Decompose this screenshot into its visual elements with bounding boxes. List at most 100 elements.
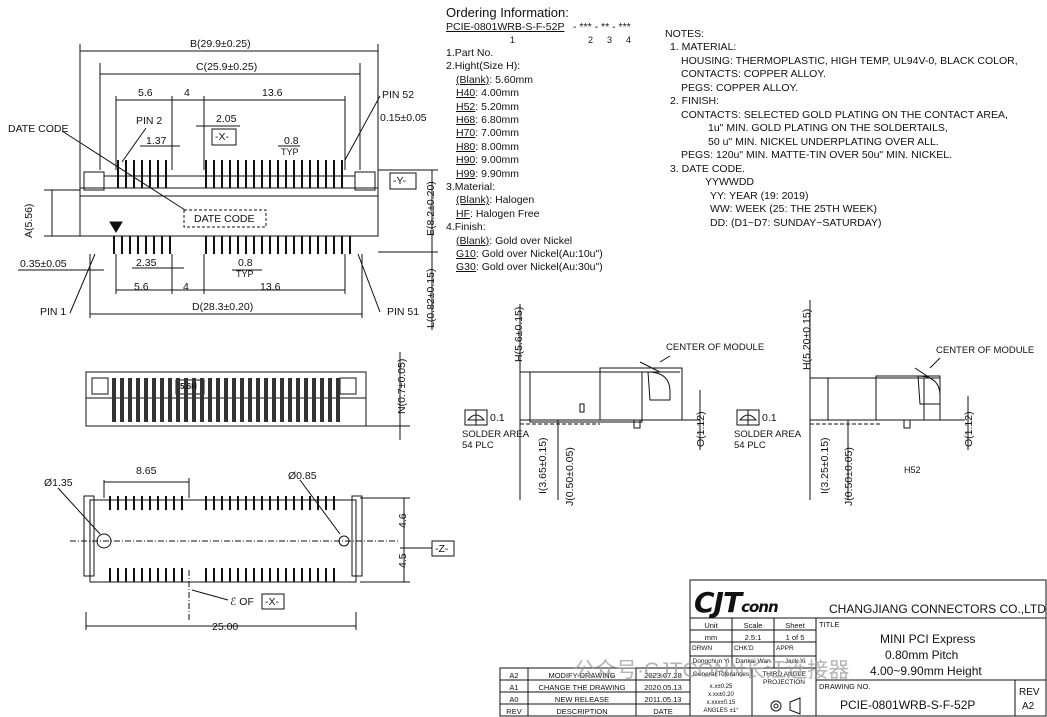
- center-of-label: ℰ OF: [230, 596, 254, 608]
- ordering-index-4: 4: [626, 35, 632, 45]
- dim-0-15: 0.15±0.05: [380, 112, 427, 124]
- side1-dim-h: H(5.6±0.15): [513, 306, 525, 362]
- side-view-1-outline: [464, 304, 701, 500]
- appr-header: APPR: [776, 645, 794, 652]
- ordering-index-1: 1: [510, 35, 516, 45]
- dim-5-6-bot: 5.6: [134, 281, 149, 293]
- contact-slot: [224, 378, 228, 422]
- ordering-item-head: 4.Finish:: [446, 221, 486, 234]
- revision-rev: A2: [509, 671, 519, 680]
- note-line: 50 u" MIN. NICKEL UNDERPLATING OVER ALL.: [708, 135, 939, 148]
- top-view-outline: [18, 44, 438, 330]
- pin-51-label: PIN 51: [387, 306, 420, 318]
- dim-0-35: 0.35±0.05: [20, 258, 67, 270]
- dim-n: N(0.7±0.05): [396, 358, 408, 414]
- upper-contact-pins: [117, 160, 343, 188]
- dim-dia-0-85: Ø0.85: [288, 470, 317, 482]
- typ-bot: TYP: [236, 269, 254, 279]
- contact-slot: [256, 378, 260, 422]
- title-line-3: 4.00~9.90mm Height: [870, 664, 982, 678]
- ordering-option-desc: : 9.00mm: [475, 154, 520, 167]
- contact-slot: [128, 378, 132, 422]
- ordering-item-head: 1.Part No.: [446, 47, 494, 59]
- dim-4-6: 4.6: [397, 513, 409, 528]
- height-mark: 5.6H: [180, 382, 197, 391]
- dim-l: L(0.82±0.15): [425, 268, 437, 328]
- contact-slot: [200, 378, 204, 422]
- ordering-option: G30: Gold over Nickel(Au:30u"): [456, 262, 603, 273]
- pin-52-label: PIN 52: [382, 89, 415, 101]
- side1-center: CENTER OF MODULE: [666, 342, 765, 353]
- ordering-option-code: H40: [456, 87, 476, 100]
- note-line: 1. MATERIAL:: [670, 41, 737, 53]
- dim-4-top: 4: [184, 87, 190, 99]
- side1-plc: 54 PLC: [462, 440, 494, 451]
- contact-slot: [184, 378, 188, 422]
- note-line: 2. FINISH:: [670, 95, 720, 107]
- side1-dim-i: I(3.65±0.15): [537, 437, 549, 494]
- pin-2-label: PIN 2: [136, 115, 163, 127]
- dim-a: A(5.56): [23, 203, 35, 238]
- ordering-option-desc: : Halogen Free: [470, 207, 540, 220]
- note-line: 1u" MIN. GOLD PLATING ON THE SOLDERTAILS…: [708, 122, 948, 134]
- date-code-box: DATE CODE: [194, 213, 255, 225]
- contact-slot: [112, 378, 116, 422]
- contact-slot: [312, 378, 316, 422]
- contact-slot: [232, 378, 236, 422]
- contact-slot: [160, 378, 164, 422]
- side2-dim-h: H(5.20±0.15): [801, 308, 813, 370]
- ordering-heading: Ordering Information:: [446, 5, 569, 20]
- ordering-option-desc: : Halogen: [489, 194, 535, 207]
- contact-slot: [216, 378, 220, 422]
- dim-b: B(29.9±0.25): [190, 38, 251, 50]
- sheet-value: 1 of 5: [785, 633, 805, 642]
- contact-slot: [304, 378, 308, 422]
- contact-slot: [336, 378, 340, 422]
- note-line: HOUSING: THERMOPLASTIC, HIGH TEMP, UL94V…: [681, 54, 1018, 67]
- ordering-option: H68: 6.80mm: [456, 115, 519, 126]
- drwn-header: DRWN: [692, 645, 713, 652]
- title-line-1: MINI PCI Express: [880, 632, 976, 646]
- contact-slot: [136, 378, 140, 422]
- scale-header: Scale: [743, 621, 763, 630]
- contact-slot: [192, 378, 196, 422]
- date-code-label: DATE CODE: [8, 123, 69, 135]
- dim-25: 25.00: [212, 621, 239, 633]
- front-contact-slots: [112, 378, 340, 422]
- tolerance-1: x.x±0.25: [709, 684, 733, 690]
- side2-solder: SOLDER AREA: [734, 429, 802, 440]
- side2-plc: 54 PLC: [734, 440, 766, 451]
- tolerance-header: General Tolerances: [692, 671, 750, 678]
- ordering-option-desc: : 7.00mm: [475, 127, 520, 140]
- appr-value: Jack Yi: [784, 658, 806, 665]
- ordering-index-3: 3: [607, 35, 613, 45]
- ordering-option: H99: 9.90mm: [456, 168, 519, 180]
- dim-dia-1-35: Ø1.35: [44, 477, 73, 489]
- projection-label: THIRD ANGLE PROJECTION: [762, 671, 806, 686]
- contact-slot: [280, 378, 284, 422]
- ordering-option: HF: Halogen Free: [456, 209, 539, 220]
- contact-slot: [240, 378, 244, 422]
- side1-solder: SOLDER AREA: [462, 429, 530, 440]
- contact-slot: [296, 378, 300, 422]
- contact-slot: [208, 378, 212, 422]
- rev-value: A2: [1022, 701, 1035, 712]
- contact-slot: [272, 378, 276, 422]
- revision-date: 2020.05.13: [644, 683, 682, 692]
- ordering-option-code: (Blank): [456, 234, 490, 247]
- note-line: 3. DATE CODE.: [670, 162, 746, 175]
- contact-slot: [288, 378, 292, 422]
- ordering-option-code: G10: [456, 248, 476, 260]
- side-view-2-outline: [736, 300, 969, 500]
- ordering-option-desc: : Gold over Nickel: [489, 234, 573, 247]
- ordering-option-code: H68: [456, 114, 476, 126]
- typ-top: TYP: [281, 147, 299, 157]
- revision-desc: CHANGE THE DRAWING: [538, 683, 626, 692]
- note-line: PEGS: COPPER ALLOY.: [681, 81, 799, 94]
- unit-value: mm: [704, 633, 718, 642]
- note-line: YY: YEAR (19: 2019): [710, 189, 809, 202]
- title-label: TITLE: [819, 620, 840, 629]
- ordering-option-code: H70: [456, 127, 476, 140]
- ordering-index-2: 2: [588, 35, 594, 45]
